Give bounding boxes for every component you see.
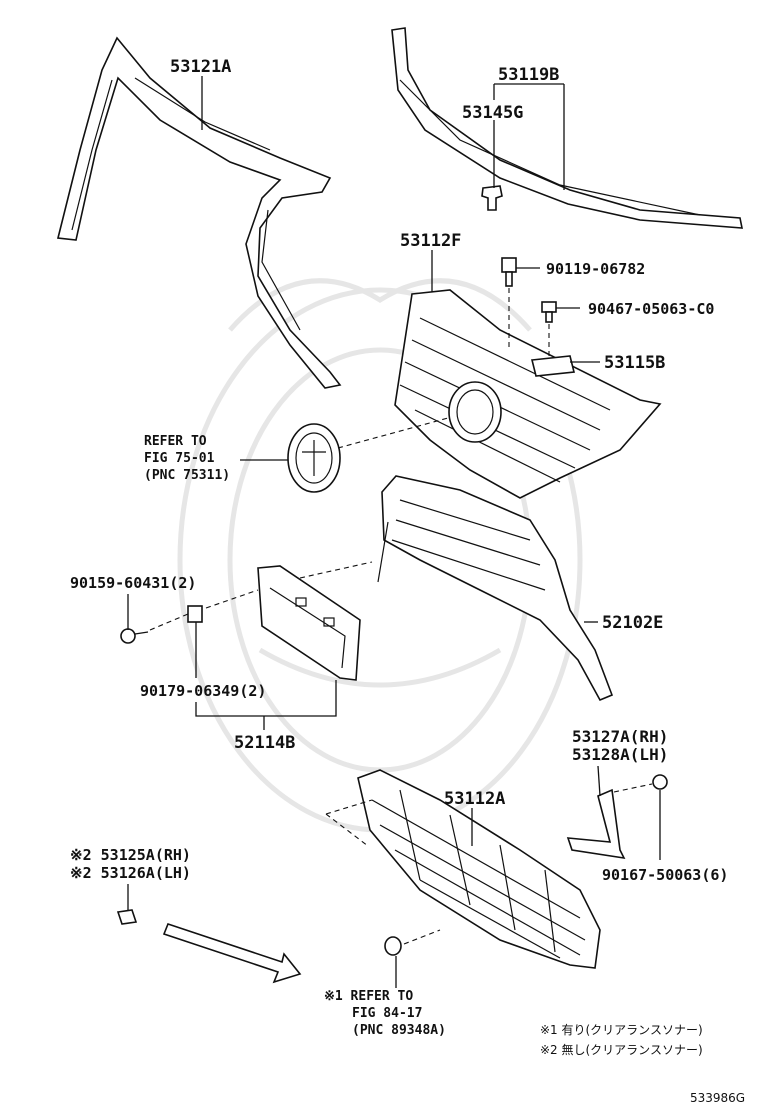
label-ref1-line1: REFER TO xyxy=(144,434,207,449)
side-bracket-53127a xyxy=(566,788,626,860)
label-52102e: 52102E xyxy=(602,613,663,633)
bolt-90467 xyxy=(541,301,557,323)
lower-grille-53112a xyxy=(357,769,601,969)
label-53115b: 53115B xyxy=(604,353,665,373)
label-53126a: ※2 53126A(LH) xyxy=(70,864,191,882)
part-labels: 53121A 53119B 53145G 53112F 90119-06782 … xyxy=(70,57,745,1105)
sonar-grommet xyxy=(384,936,402,956)
label-53119b: 53119B xyxy=(498,65,559,85)
label-90159: 90159-60431(2) xyxy=(70,574,196,592)
label-ref1-line3: (PNC 75311) xyxy=(144,468,230,483)
bolt-90119 xyxy=(501,257,517,287)
label-ref2-line3: (PNC 89348A) xyxy=(352,1023,446,1038)
label-53127a: 53127A(RH) xyxy=(572,727,668,746)
license-bracket-52114b xyxy=(257,565,361,681)
label-90167: 90167-50063(6) xyxy=(602,866,728,884)
label-ref2-line1: ※1 REFER TO xyxy=(324,989,413,1004)
label-53128a: 53128A(LH) xyxy=(572,745,668,764)
label-90467: 90467-05063-C0 xyxy=(588,300,714,318)
bracket-53125a xyxy=(116,909,138,925)
emblem-ring xyxy=(287,423,341,493)
label-53112f: 53112F xyxy=(400,231,461,251)
figure-code: 533986G xyxy=(690,1091,745,1105)
label-53112a: 53112A xyxy=(444,789,505,809)
nut-90179 xyxy=(187,605,203,623)
hood-molding-53119b xyxy=(391,27,743,229)
footnote-1: ※1 有り(クリアランスソナー) xyxy=(540,1023,703,1037)
label-90179: 90179-06349(2) xyxy=(140,682,266,700)
screw-90159 xyxy=(120,628,149,644)
leader-lines xyxy=(127,76,661,988)
label-ref2-line2: FIG 84-17 xyxy=(352,1006,422,1021)
label-52114b: 52114B xyxy=(234,733,295,753)
footnote-2: ※2 無し(クリアランスソナー) xyxy=(540,1042,703,1057)
label-53125a: ※2 53125A(RH) xyxy=(70,846,191,864)
clip-90167 xyxy=(652,774,668,790)
label-53121a: 53121A xyxy=(170,57,231,77)
front-direction-arrow xyxy=(162,923,302,984)
bracket-53115b xyxy=(531,355,575,377)
upper-molding-53121a xyxy=(57,36,342,389)
label-90119: 90119-06782 xyxy=(546,260,645,278)
label-53145g: 53145G xyxy=(462,103,523,123)
bumper-cover-52102e xyxy=(377,475,614,702)
grille-53112f xyxy=(394,289,662,499)
clip-53145g xyxy=(481,185,503,211)
dashed-lines xyxy=(149,288,653,945)
label-ref1-line2: FIG 75-01 xyxy=(144,451,215,466)
